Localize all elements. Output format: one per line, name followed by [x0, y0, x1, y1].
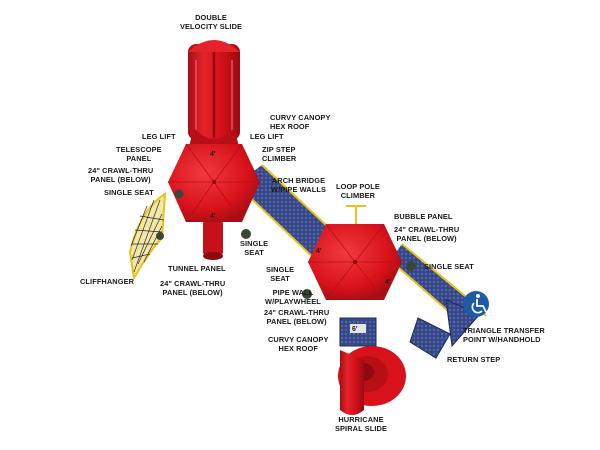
label-triangle-transfer-point: TRIANGLE TRANSFER POINT W/HANDHOLD [463, 326, 545, 344]
post [156, 232, 164, 240]
label-curvy-canopy-hex-roof: CURVY CANOPY HEX ROOF [268, 335, 329, 353]
label-zip-step-climber: ZIP STEP CLIMBER [262, 145, 297, 163]
double-velocity-slide [188, 40, 240, 157]
label-tunnel-panel: TUNNEL PANEL [168, 264, 226, 273]
height-label-4ft: 4' [210, 151, 216, 158]
label-arch-bridge: ARCH BRIDGE W/PIPE WALLS [271, 176, 326, 194]
label-leg-lift: LEG LIFT [142, 132, 176, 141]
label-pipe-wall-playwheel: PIPE WALL W/PLAYWHEEL [265, 288, 321, 306]
post-markers [156, 189, 416, 299]
height-label-4ft: 4' [316, 248, 322, 255]
label-double-velocity-slide: DOUBLE VELOCITY SLIDE [180, 13, 243, 31]
label-telescope-panel: TELESCOPE PANEL [116, 145, 162, 163]
height-label-4ft: 4' [385, 279, 391, 286]
label-single-seat: SINGLE SEAT [240, 239, 269, 257]
label-cliffhanger: CLIFFHANGER [80, 277, 135, 286]
label-loop-pole-climber: LOOP POLE CLIMBER [336, 182, 380, 200]
label-single-seat: SINGLE SEAT [266, 265, 295, 283]
label-single-seat: SINGLE SEAT [104, 188, 154, 197]
label-curvy-canopy-hex-roof: CURVY CANOPY HEX ROOF [270, 113, 331, 131]
height-label-6ft: 6' [352, 326, 358, 333]
label-hurricane-spiral-slide: HURRICANE SPIRAL SLIDE [335, 415, 387, 433]
label-crawl-thru-panel: 24" CRAWL-THRU PANEL (BELOW) [160, 279, 226, 297]
label-crawl-thru-panel: 24" CRAWL-THRU PANEL (BELOW) [264, 308, 330, 326]
cliffhanger-net [128, 192, 167, 281]
label-bubble-panel: BUBBLE PANEL [394, 212, 453, 221]
hurricane-spiral-slide [338, 346, 406, 415]
wheelchair-accessibility-icon [463, 291, 489, 317]
tunnel-panel [203, 220, 223, 260]
post [174, 189, 184, 199]
left-deck-roof: 4' 4' [168, 143, 260, 223]
label-crawl-thru-panel: 24" CRAWL-THRU PANEL (BELOW) [394, 225, 460, 243]
height-label-4ft: 4' [210, 213, 216, 220]
label-leg-lift: LEG LIFT [250, 132, 284, 141]
post [302, 289, 312, 299]
slide-platform: 6' [339, 317, 377, 347]
label-return-step: RETURN STEP [447, 355, 501, 364]
right-deck-roof: 4' 4' [308, 223, 402, 301]
label-crawl-thru-panel: 24" CRAWL-THRU PANEL (BELOW) [88, 166, 154, 184]
post [406, 261, 416, 271]
label-single-seat: SINGLE SEAT [424, 262, 474, 271]
loop-pole-climber [346, 205, 366, 224]
post [241, 229, 251, 239]
